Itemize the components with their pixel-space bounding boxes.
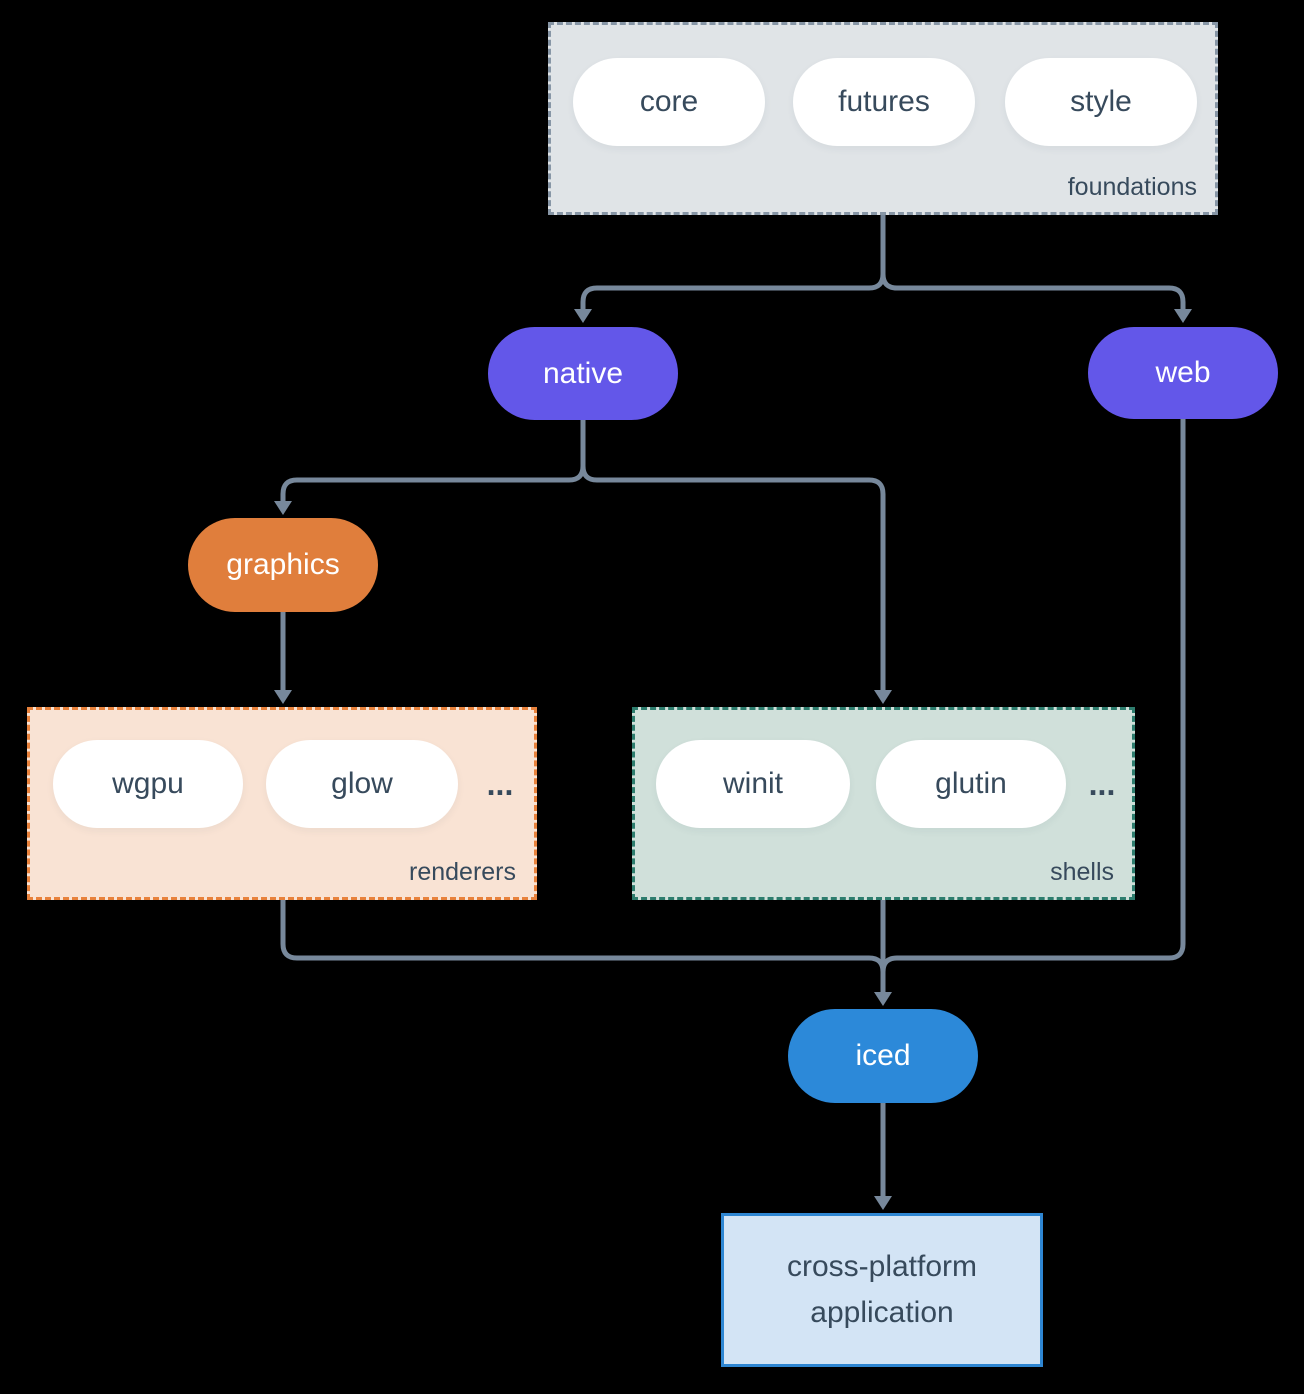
arrowhead-iced xyxy=(874,992,892,1006)
node-graphics: graphics xyxy=(188,518,378,612)
node-iced: iced xyxy=(788,1009,978,1103)
edge-renderers-iced xyxy=(280,897,886,975)
application-label-line1: cross-platform xyxy=(786,1250,978,1283)
pill-wgpu: wgpu xyxy=(53,740,243,828)
renderers-ellipsis: ... xyxy=(486,765,514,802)
pill-glow: glow xyxy=(266,740,458,828)
application-box: cross-platform application xyxy=(721,1213,1043,1367)
arrowhead-application xyxy=(874,1196,892,1210)
edge-foundations-native xyxy=(580,212,886,314)
group-renderers: wgpu glow ... renderers xyxy=(27,707,537,900)
arrowhead-native xyxy=(574,309,592,323)
shells-label: shells xyxy=(1050,858,1114,886)
group-foundations: core futures style foundations xyxy=(548,22,1218,215)
application-label-line2: application xyxy=(810,1296,954,1329)
renderers-label: renderers xyxy=(409,858,516,886)
pill-winit: winit xyxy=(656,740,850,828)
pill-glutin: glutin xyxy=(876,740,1066,828)
node-native: native xyxy=(488,327,678,420)
edge-foundations-web xyxy=(880,271,1186,314)
pill-style: style xyxy=(1005,58,1197,146)
arrowhead-shells xyxy=(874,690,892,704)
shells-ellipsis: ... xyxy=(1088,765,1116,802)
pill-core: core xyxy=(573,58,765,146)
edge-native-graphics xyxy=(280,417,586,506)
pill-futures: futures xyxy=(793,58,975,146)
arrowhead-renderers xyxy=(274,690,292,704)
arrowhead-graphics xyxy=(274,501,292,515)
group-shells: winit glutin ... shells xyxy=(632,707,1135,900)
edge-native-shells xyxy=(580,463,886,695)
node-web: web xyxy=(1088,327,1278,419)
foundations-label: foundations xyxy=(1067,173,1197,201)
arrowhead-web xyxy=(1174,309,1192,323)
